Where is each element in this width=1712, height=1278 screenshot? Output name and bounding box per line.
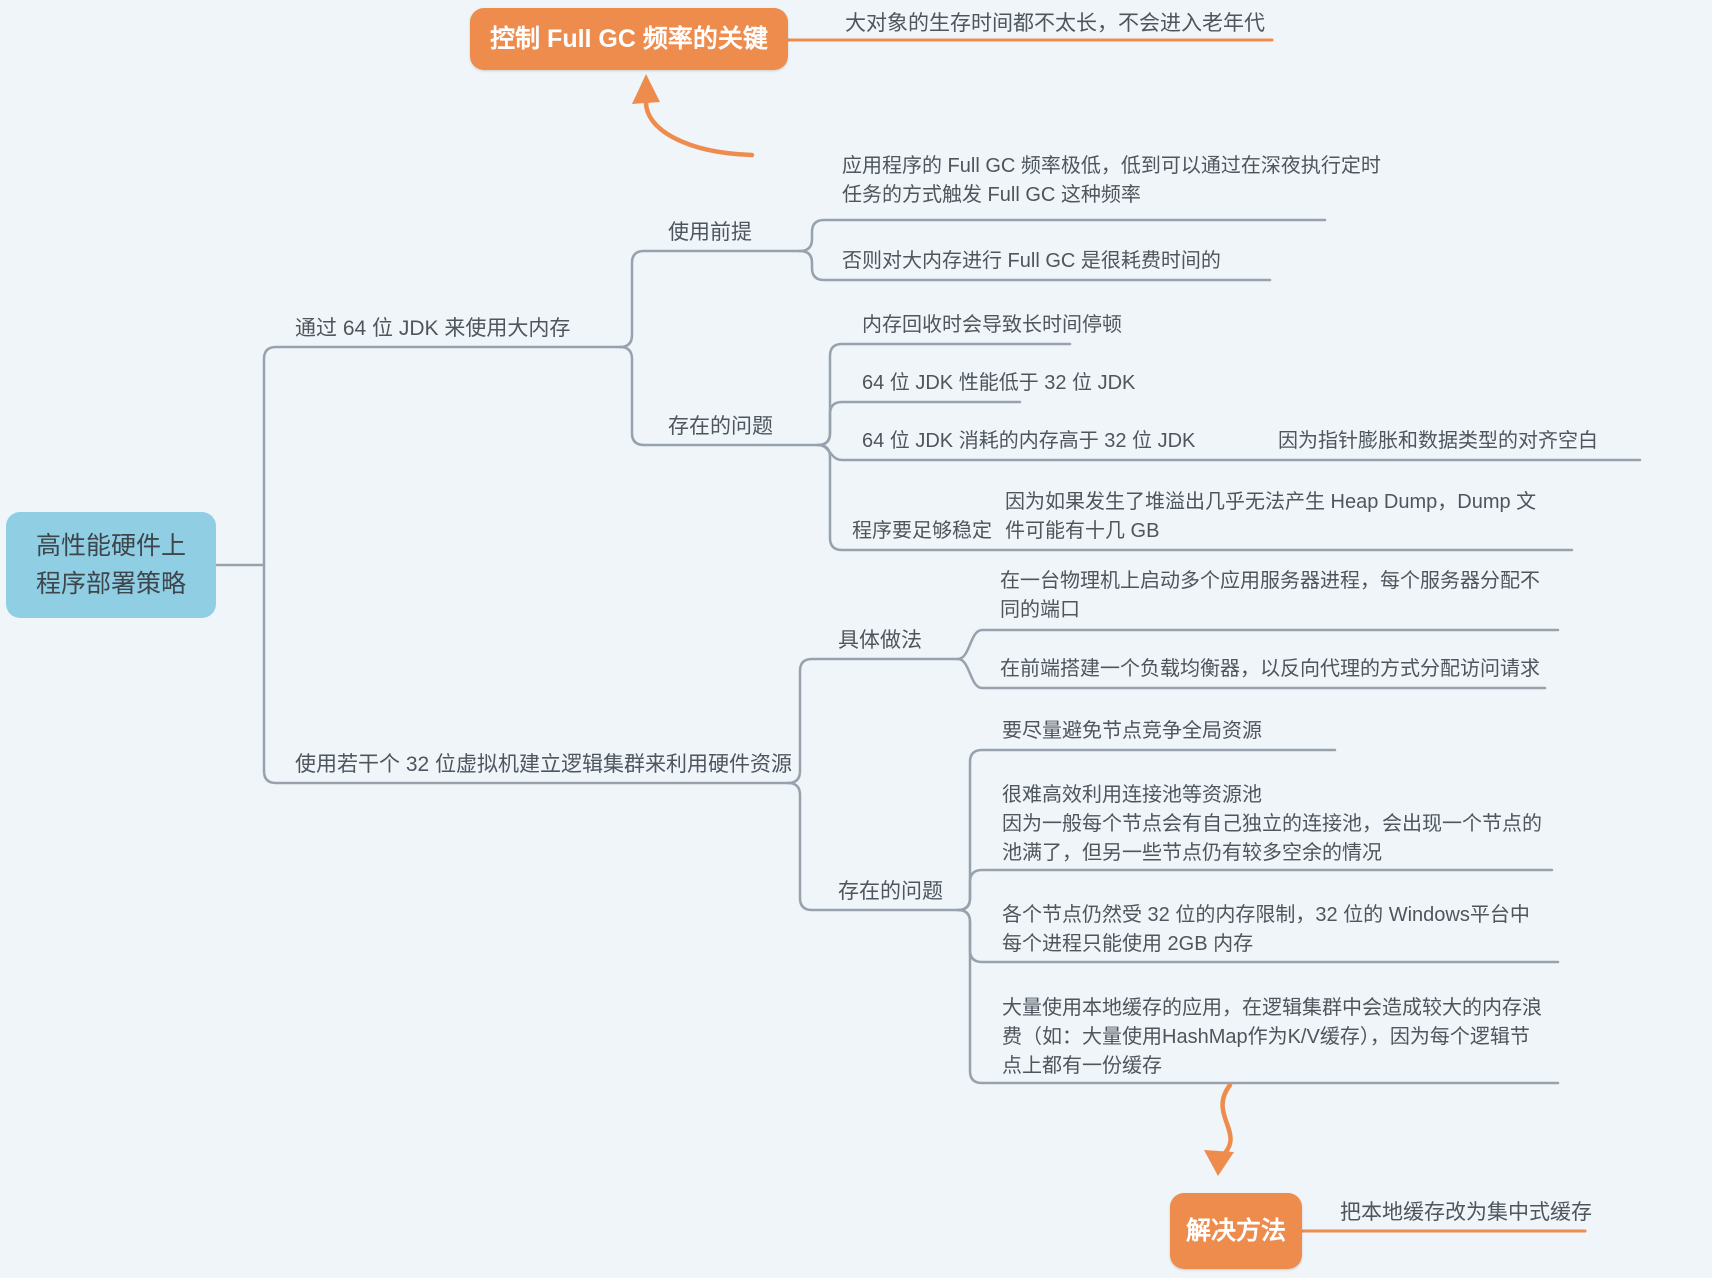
memory-consumption-item[interactable]: 64 位 JDK 消耗的内存高于 32 位 JDK — [862, 430, 1196, 452]
cache-waste-item-line1: 大量使用本地缓存的应用，在逻辑集群中会造成较大的内存浪 — [1002, 997, 1542, 1019]
arrow-to-solution-head — [1204, 1150, 1234, 1176]
benefit-connector — [798, 218, 1327, 253]
heap-dump-reason-line2: 件可能有十几 GB — [1005, 520, 1160, 542]
long-pause-item[interactable]: 内存回收时会导致长时间停顿 — [862, 314, 1122, 336]
memory-limit-item[interactable]: 各个节点仍然受 32 位的内存限制，32 位的 Windows平台中 每个进程只… — [1002, 901, 1530, 959]
problems-cluster-topic[interactable]: 存在的问题 — [838, 880, 943, 903]
connection-pool-connector — [956, 868, 1554, 912]
arrow-to-gc-key-head — [632, 74, 660, 104]
approach-topic[interactable]: 具体做法 — [838, 629, 922, 652]
branch-64bit-jdk-topic[interactable]: 通过 64 位 JDK 来使用大内存 — [295, 317, 571, 340]
pointer-bloat-reason[interactable]: 因为指针膨胀和数据类型的对齐空白 — [1278, 430, 1598, 452]
memory-limit-item-line1: 各个节点仍然受 32 位的内存限制，32 位的 Windows平台中 — [1002, 904, 1530, 926]
memory-limit-item-line2: 每个进程只能使用 2GB 内存 — [1002, 933, 1254, 955]
solution-topic[interactable]: 解决方法 — [1170, 1193, 1302, 1269]
cache-waste-connector — [956, 908, 1560, 1085]
heap-dump-reason-line1: 因为如果发生了堆溢出几乎无法产生 Heap Dump，Dump 文 — [1005, 491, 1537, 513]
gc-low-frequency-note-line2: 任务的方式触发 Full GC 这种频率 — [842, 184, 1141, 206]
load-balancer-note[interactable]: 在前端搭建一个负载均衡器，以反向代理的方式分配访问请求 — [1000, 658, 1540, 680]
problems-64bit-topic[interactable]: 存在的问题 — [668, 415, 773, 438]
cache-waste-item-line2: 费（如：大量使用HashMap作为K/V缓存），因为每个逻辑节 — [1002, 1026, 1530, 1048]
connection-pool-item-line1: 很难高效利用连接池等资源池 — [1002, 784, 1262, 806]
big-object-note[interactable]: 大对象的生存时间都不太长，不会进入老年代 — [845, 12, 1265, 35]
performance-item[interactable]: 64 位 JDK 性能低于 32 位 JDK — [862, 372, 1136, 394]
premise-topic[interactable]: 使用前提 — [668, 221, 752, 244]
performance-connector — [816, 400, 1022, 447]
branch-32bit-cluster-topic[interactable]: 使用若干个 32 位虚拟机建立逻辑集群来利用硬件资源 — [295, 753, 793, 776]
connection-pool-item-line3: 池满了，但另一些节点仍有较多空余的情况 — [1002, 842, 1382, 864]
gc-low-frequency-note-line1: 应用程序的 Full GC 频率极低，低到可以通过在深夜执行定时 — [842, 155, 1381, 177]
root-topic-line2: 程序部署策略 — [35, 570, 186, 598]
premise-connector — [618, 249, 802, 349]
global-resource-item[interactable]: 要尽量避免节点竞争全局资源 — [1002, 720, 1262, 742]
problems-64-connector — [618, 345, 820, 447]
multi-process-note-line1: 在一台物理机上启动多个应用服务器进程，每个服务器分配不 — [1000, 570, 1540, 592]
gc-key-topic[interactable]: 控制 Full GC 频率的关键 — [470, 8, 788, 70]
approach-connector — [786, 657, 960, 785]
gc-low-frequency-note[interactable]: 应用程序的 Full GC 频率极低，低到可以通过在深夜执行定时 任务的方式触发… — [842, 152, 1381, 210]
arrow-to-gc-key — [643, 97, 755, 158]
cache-waste-item-line3: 点上都有一份缓存 — [1002, 1055, 1162, 1077]
multi-process-connector — [956, 628, 1560, 661]
multi-process-note[interactable]: 在一台物理机上启动多个应用服务器进程，每个服务器分配不 同的端口 — [1000, 567, 1540, 625]
branch-64-connector — [262, 345, 622, 567]
heap-dump-reason[interactable]: 因为如果发生了堆溢出几乎无法产生 Heap Dump，Dump 文 件可能有十几… — [1005, 488, 1536, 546]
stability-item[interactable]: 程序要足够稳定 — [852, 520, 992, 542]
stability-connector — [816, 443, 1574, 552]
root-topic-line1: 高性能硬件上 — [35, 532, 186, 560]
central-cache-note[interactable]: 把本地缓存改为集中式缓存 — [1340, 1201, 1592, 1224]
full-gc-costly-note[interactable]: 否则对大内存进行 Full GC 是很耗费时间的 — [842, 250, 1221, 272]
otherwise-connector — [798, 249, 1272, 282]
connection-pool-item[interactable]: 很难高效利用连接池等资源池 因为一般每个节点会有自己独立的连接池，会出现一个节点… — [1002, 781, 1542, 868]
connection-pool-item-line2: 因为一般每个节点会有自己独立的连接池，会出现一个节点的 — [1002, 813, 1542, 835]
branch-32-connector — [262, 563, 790, 785]
problems-32-connector — [786, 781, 960, 912]
cache-waste-item[interactable]: 大量使用本地缓存的应用，在逻辑集群中会造成较大的内存浪 费（如：大量使用Hash… — [1002, 994, 1542, 1081]
arrow-to-solution — [1219, 1082, 1233, 1159]
root-topic[interactable]: 高性能硬件上 程序部署策略 — [6, 512, 216, 618]
load-balancer-connector — [956, 657, 1547, 690]
multi-process-note-line2: 同的端口 — [1000, 599, 1080, 621]
